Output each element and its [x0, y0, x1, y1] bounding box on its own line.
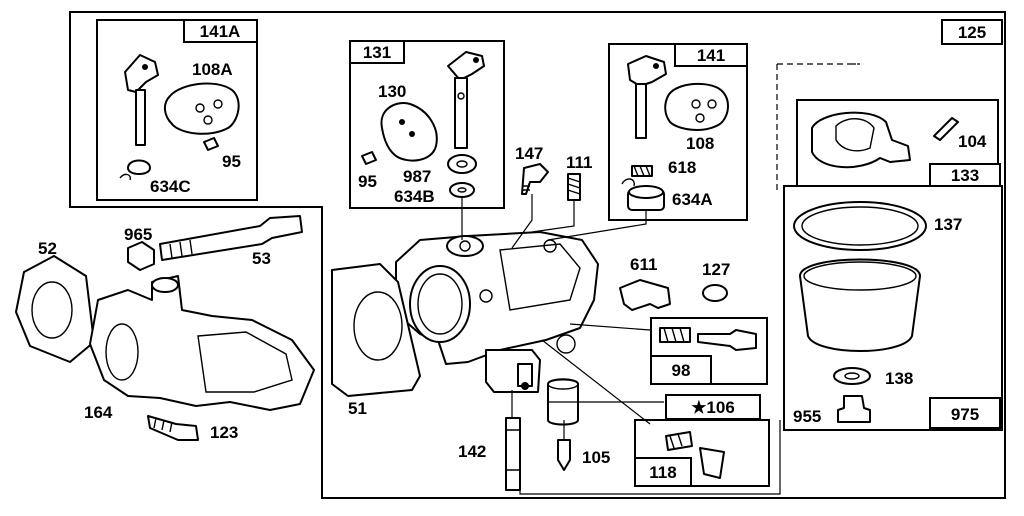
choke-shaft-part — [447, 51, 485, 149]
kit-box-118-label: 118 — [649, 463, 676, 482]
screw-95-mid-part — [361, 151, 377, 165]
label-611: 611 — [630, 255, 657, 274]
label-111: 111 — [566, 153, 593, 172]
label-634A: 634A — [672, 190, 713, 209]
bowl-screw-955-part — [837, 395, 871, 423]
float-pin-104-part — [933, 117, 959, 141]
kit-box-98: 98 — [650, 317, 768, 385]
label-52: 52 — [38, 239, 57, 258]
kit-box-125-label: 125 — [958, 23, 986, 42]
screw-95-left-part — [203, 137, 219, 151]
seal-987-part — [447, 154, 477, 174]
spring-118-part — [665, 431, 693, 451]
label-137: 137 — [934, 215, 962, 234]
kit-box-141A: 141A 108A 95 634C — [96, 19, 258, 201]
label-138: 138 — [885, 369, 913, 388]
label-51: 51 — [348, 399, 367, 418]
float-bowl-part — [799, 258, 921, 352]
kit-box-118: 118 — [634, 419, 770, 487]
stud-53-part — [159, 215, 303, 261]
throttle-plate-108A-part — [164, 82, 240, 135]
label-127: 127 — [702, 260, 730, 279]
kit-box-125 — [941, 19, 1003, 45]
label-142: 142 — [458, 442, 486, 461]
nut-965-part — [127, 241, 155, 271]
needle-105-part — [557, 439, 571, 471]
carb-gasket-51-part — [331, 263, 421, 397]
kit-box-141A-label: 141A — [200, 22, 241, 41]
label-108A: 108A — [192, 60, 233, 79]
bowl-gasket-137-part — [793, 201, 927, 251]
label-123: 123 — [210, 423, 238, 442]
label-130: 130 — [378, 82, 406, 101]
label-95-left: 95 — [222, 152, 241, 171]
throttle-shaft-part — [124, 54, 159, 146]
plug-127-part — [702, 284, 728, 302]
label-618: 618 — [668, 158, 696, 177]
leader-lines — [461, 194, 781, 495]
tube-142-part — [505, 417, 521, 491]
screw-123-part — [147, 415, 199, 441]
label-105: 105 — [582, 448, 610, 467]
label-95-mid: 95 — [358, 172, 377, 191]
kit-box-141-label: 141 — [697, 46, 725, 65]
throttle-plate-108-part — [664, 82, 729, 131]
kit-box-975-label: 975 — [951, 405, 979, 424]
seal-634B-part — [449, 182, 475, 198]
kit-box-106-label: ★106 — [691, 398, 735, 417]
bowl-group-dashed-outline — [776, 63, 860, 190]
seal-634C-part — [127, 159, 151, 175]
choke-plate-130-part — [380, 102, 438, 162]
bowl-box: 133 137 138 955 975 — [783, 163, 1003, 431]
kit-box-141: 141 108 618 634A — [608, 43, 748, 221]
label-108: 108 — [686, 134, 714, 153]
label-53: 53 — [252, 249, 271, 268]
label-955: 955 — [793, 407, 821, 426]
kit-box-98-label: 98 — [672, 361, 691, 380]
label-634B: 634B — [394, 187, 435, 206]
label-164: 164 — [84, 403, 113, 422]
label-987: 987 — [403, 167, 431, 186]
washer-138-part — [833, 367, 871, 385]
kit-box-131-label: 131 — [363, 43, 391, 62]
label-104: 104 — [958, 132, 987, 151]
kit-box-131: 131 130 95 987 634B — [349, 40, 505, 209]
label-147: 147 — [515, 144, 543, 163]
kit-box-133-label: 133 — [951, 166, 979, 185]
main-assembly-frame — [69, 11, 1006, 499]
carburetor-body-part — [395, 231, 599, 393]
label-634C: 634C — [150, 177, 191, 196]
fitting-611-part — [619, 279, 671, 311]
gasket-52-part — [15, 255, 95, 363]
intake-manifold-164-part — [89, 275, 315, 411]
label-965: 965 — [124, 225, 152, 244]
throttle-shaft-141-part — [627, 55, 667, 139]
